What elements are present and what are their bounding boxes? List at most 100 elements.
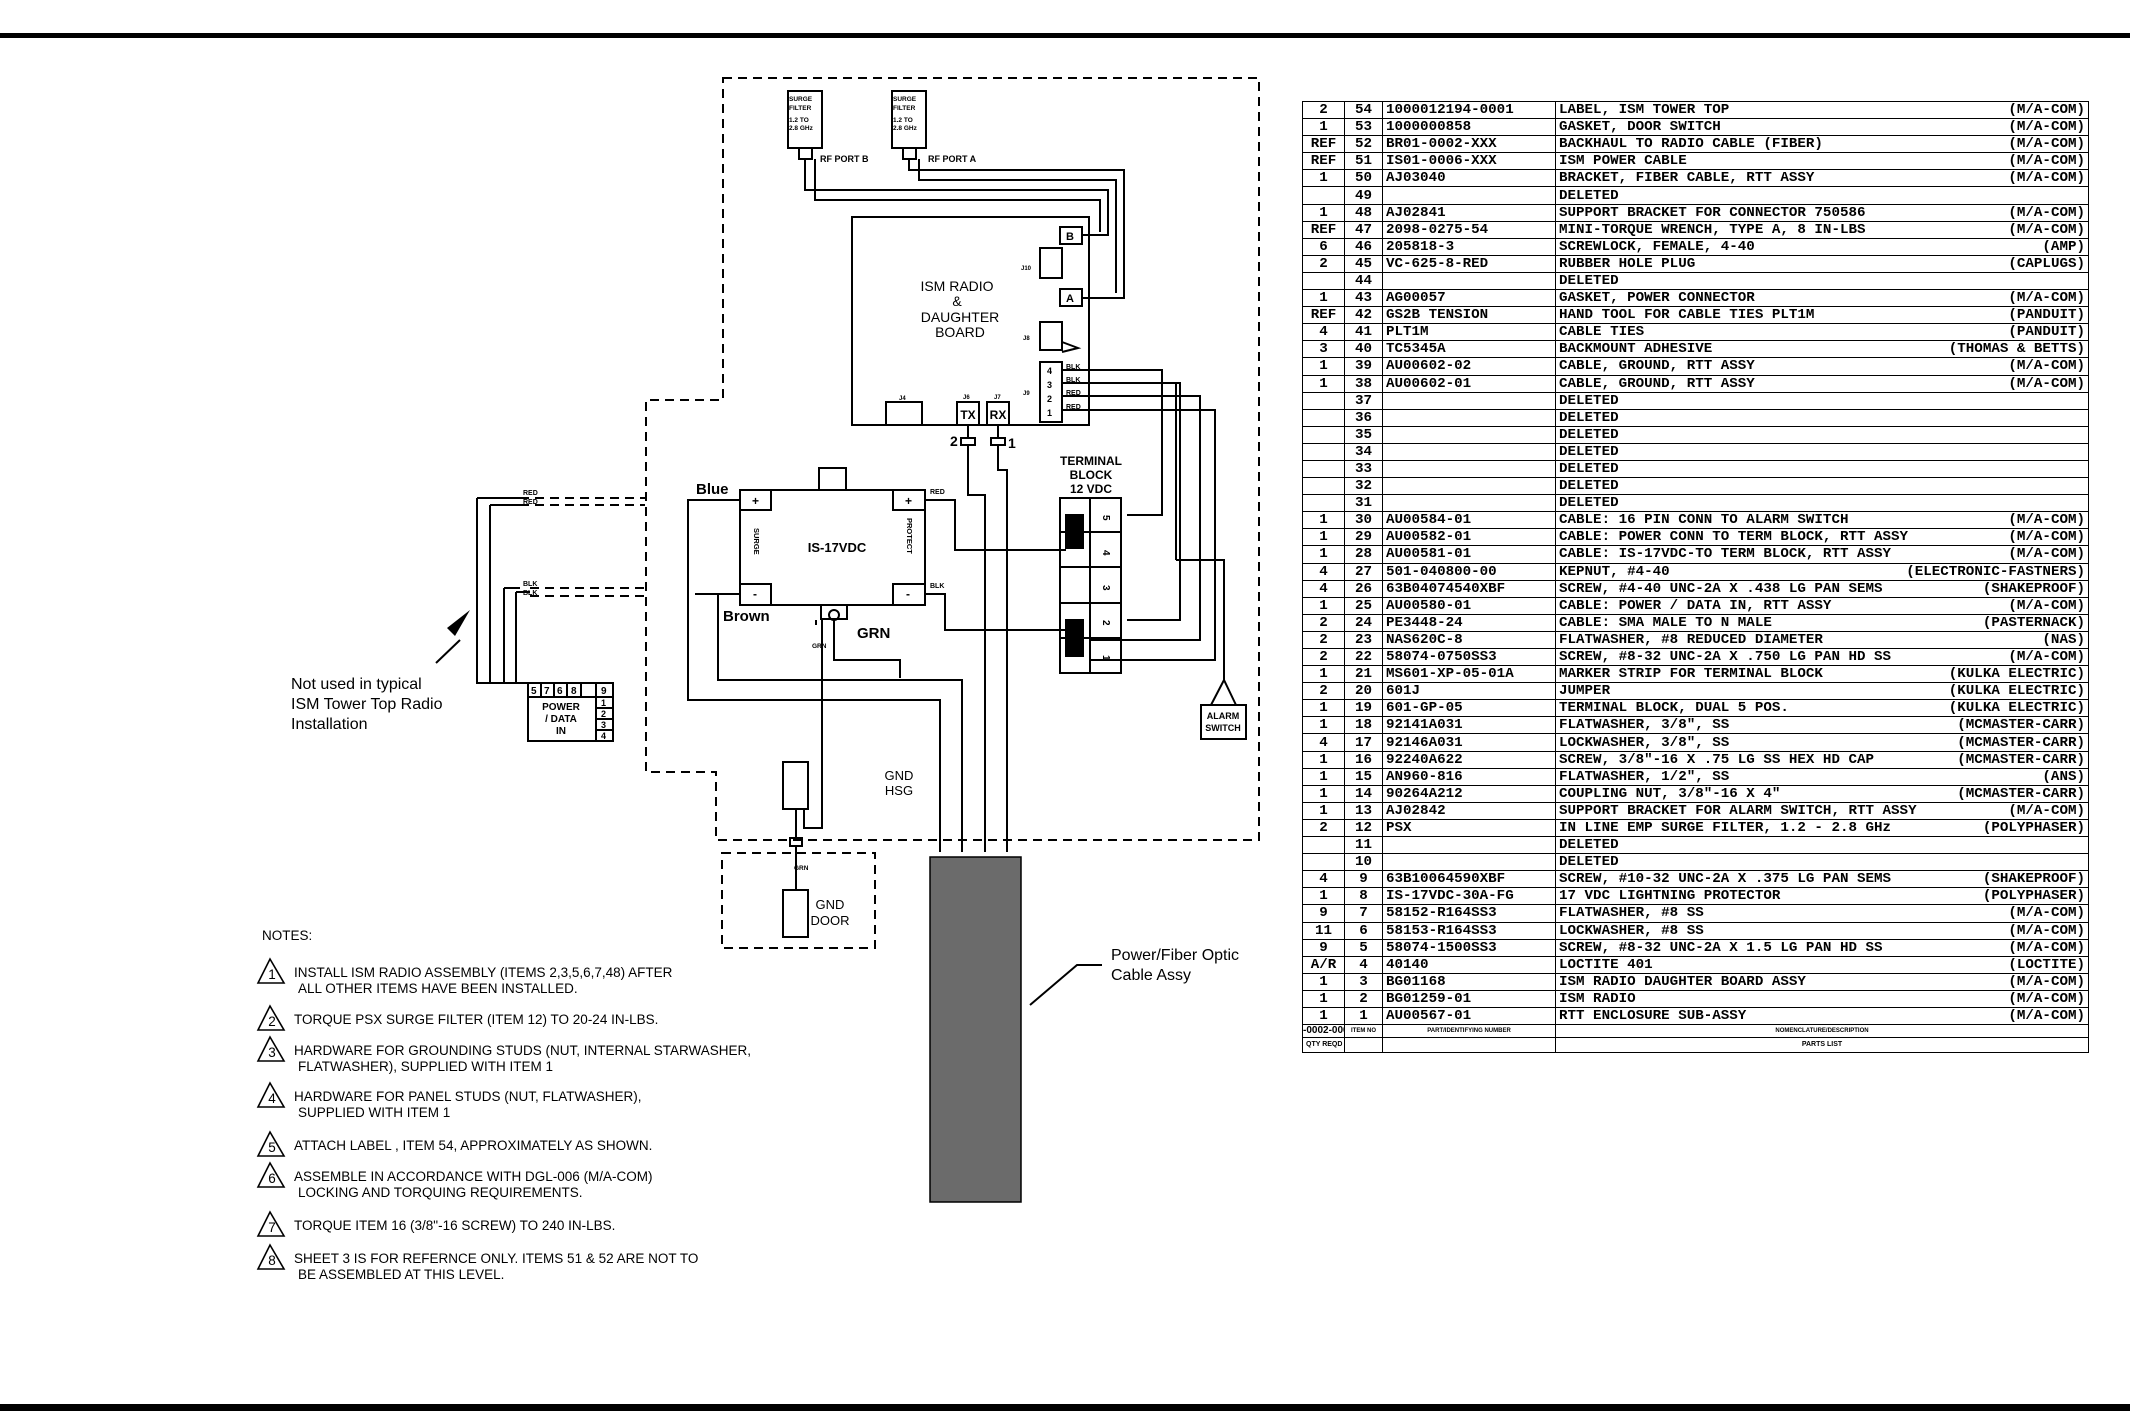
description-text: BACKHAUL TO RADIO CABLE (FIBER) xyxy=(1559,136,1823,153)
rf-port-a-label: RF PORT A xyxy=(928,154,977,164)
vendor-text: (M/A-COM) xyxy=(2008,204,2085,221)
part-number-cell: BG01168 xyxy=(1382,972,1556,991)
description-text: DELETED xyxy=(1559,461,1619,478)
description-text: SCREW, #4-40 UNC-2A X .438 LG PAN SEMS xyxy=(1559,580,1883,597)
note-text-line: SUPPLIED WITH ITEM 1 xyxy=(298,1105,450,1120)
j6-label: J6 xyxy=(963,395,970,401)
description-text: FLATWASHER, 1/2", SS xyxy=(1559,768,1730,785)
surge-filter-b-label-1: SURGE xyxy=(789,96,813,103)
description-text: 17 VDC LIGHTNING PROTECTOR xyxy=(1559,888,1781,905)
description-cell: BRACKET, FIBER CABLE, RTT ASSY(M/A-COM) xyxy=(1555,169,2089,188)
not-used-label-2: ISM Tower Top Radio xyxy=(291,696,443,713)
part-header: PART/IDENTIFYING NUMBER xyxy=(1382,1024,1556,1039)
power-pin-5: 5 xyxy=(531,686,537,697)
qty-cell: 1 xyxy=(1302,169,1345,188)
part-number-cell: IS01-0006-XXX xyxy=(1382,152,1556,171)
vendor-text: (ANS) xyxy=(2042,768,2085,785)
description-text: DELETED xyxy=(1559,392,1619,409)
power-data-box xyxy=(527,682,614,742)
part-number-cell: BG01259-01 xyxy=(1382,989,1556,1008)
description-cell: SCREW, #4-40 UNC-2A X .438 LG PAN SEMS(S… xyxy=(1555,579,2089,598)
item-cell: 20 xyxy=(1344,682,1383,701)
note-text-line: BE ASSEMBLED AT THIS LEVEL. xyxy=(298,1267,504,1282)
item-cell: 1 xyxy=(1344,1006,1383,1026)
left-wire-red-1: RED xyxy=(523,490,538,497)
vendor-text: (M/A-COM) xyxy=(2008,905,2085,922)
note-text-line: ASSEMBLE IN ACCORDANCE WITH DGL-006 (M/A… xyxy=(294,1169,653,1184)
part-number-cell: GS2B TENSION xyxy=(1382,306,1556,325)
vendor-text: (M/A-COM) xyxy=(2008,136,2085,153)
item-cell: 40 xyxy=(1344,340,1383,359)
power-pin-3: 3 xyxy=(601,720,606,730)
description-cell: SCREWLOCK, FEMALE, 4-40(AMP) xyxy=(1555,237,2089,256)
description-text: SCREW, #8-32 UNC-2A X 1.5 LG PAN HD SS xyxy=(1559,939,1883,956)
qty-cell: 2 xyxy=(1302,254,1345,273)
qty-cell: REF xyxy=(1302,135,1345,154)
j9-pin-2: 2 xyxy=(1047,394,1052,404)
description-cell: FLATWASHER, 1/2", SS (ANS) xyxy=(1555,767,2089,786)
surge-filter-a-label-4: 2.8 GHz xyxy=(893,125,918,132)
description-cell: DELETED xyxy=(1555,836,2089,855)
item-cell: 30 xyxy=(1344,511,1383,530)
description-text: SCREWLOCK, FEMALE, 4-40 xyxy=(1559,238,1755,255)
radio-board-label-1: ISM RADIO xyxy=(920,278,993,294)
alarm-switch xyxy=(1200,704,1247,740)
vendor-text: (ELECTRONIC-FASTNERS) xyxy=(1906,563,2085,580)
description-cell: DELETED xyxy=(1555,477,2089,496)
vendor-text: (M/A-COM) xyxy=(2008,119,2085,136)
item-cell: 52 xyxy=(1344,135,1383,154)
description-cell: SCREW, 3/8"-16 X .75 LG SS HEX HD CAP(MC… xyxy=(1555,750,2089,769)
radio-board-label-2: & xyxy=(952,293,962,309)
tx-number: 2 xyxy=(950,433,958,449)
item-cell: 12 xyxy=(1344,818,1383,838)
note-triangle-icon xyxy=(256,1035,286,1062)
j7-label: J7 xyxy=(994,395,1001,401)
notes-heading: NOTES: xyxy=(262,928,312,943)
alarm-switch-label-2: SWITCH xyxy=(1205,723,1241,733)
part-number-cell: 205818-3 xyxy=(1382,237,1556,256)
description-cell: LABEL, ISM TOWER TOP(M/A-COM) xyxy=(1555,100,2089,120)
vendor-text: (M/A-COM) xyxy=(2008,649,2085,666)
qty-cell: REF xyxy=(1302,220,1345,239)
qty-cell xyxy=(1302,836,1345,855)
surge-filter-b-label-3: 1.2 TO xyxy=(789,117,809,124)
description-text: MINI-TORQUE WRENCH, TYPE A, 8 IN-LBS xyxy=(1559,221,1866,238)
note-triangle-icon xyxy=(256,957,286,984)
grn-wire-label: GRN xyxy=(812,643,827,650)
power-pin-1: 1 xyxy=(601,698,606,708)
tb-num-4: 4 xyxy=(1100,550,1111,556)
item-cell: 45 xyxy=(1344,254,1383,273)
item-header: ITEM NO xyxy=(1344,1024,1383,1039)
item-cell: 7 xyxy=(1344,904,1383,923)
part-number-cell xyxy=(1382,477,1556,496)
part-number-cell: 63B10064590XBF xyxy=(1382,870,1556,889)
description-cell: LOCKWASHER, 3/8", SS(MCMASTER-CARR) xyxy=(1555,733,2089,752)
description-text: LOCTITE 401 xyxy=(1559,956,1653,973)
part-number-cell: PSX xyxy=(1382,818,1556,838)
desc-header: NOMENCLATURE/DESCRIPTION xyxy=(1555,1024,2089,1039)
note-triangle-icon xyxy=(256,1243,286,1270)
item-cell: 53 xyxy=(1344,118,1383,137)
description-cell: CABLE, GROUND, RTT ASSY(M/A-COM) xyxy=(1555,374,2089,393)
part-number-cell xyxy=(1382,494,1556,513)
qty-cell: 2 xyxy=(1302,818,1345,838)
power-box-label-2: / DATA xyxy=(545,714,577,725)
description-text: TERMINAL BLOCK, DUAL 5 POS. xyxy=(1559,700,1789,717)
vendor-text: (M/A-COM) xyxy=(2008,802,2085,819)
description-cell: MINI-TORQUE WRENCH, TYPE A, 8 IN-LBS(M/A… xyxy=(1555,220,2089,239)
footer-empty-cell xyxy=(1344,1037,1383,1054)
qty-cell: 3 xyxy=(1302,340,1345,359)
item-cell: 48 xyxy=(1344,203,1383,222)
vendor-text: (MCMASTER-CARR) xyxy=(1957,751,2085,768)
bottom-border-bar xyxy=(0,1404,2130,1411)
item-cell: 23 xyxy=(1344,630,1383,650)
j9-label: J9 xyxy=(1023,391,1030,397)
power-pin-6: 6 xyxy=(557,686,563,697)
